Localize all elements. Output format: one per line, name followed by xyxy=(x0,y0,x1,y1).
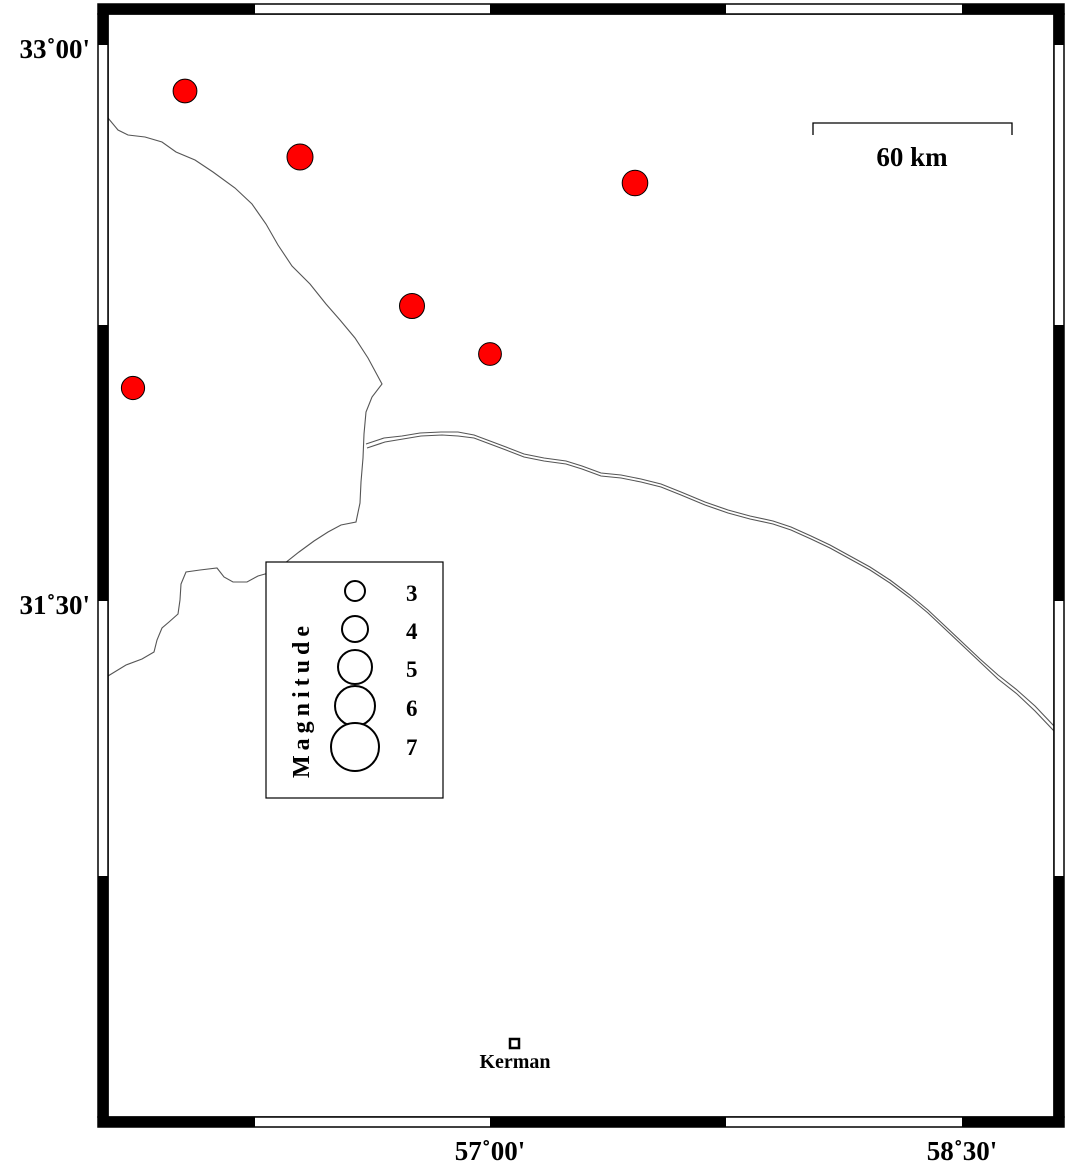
scale-bar-label: 60 km xyxy=(876,142,948,172)
legend-circle-3 xyxy=(344,580,366,602)
legend-title: Magnitude xyxy=(289,621,315,778)
city-label: Kerman xyxy=(479,1051,550,1073)
map-frame xyxy=(97,3,1065,1128)
longitude-labels: 57˚00' 58˚30' xyxy=(455,1136,998,1164)
boundary-line-central xyxy=(365,431,1055,727)
lon-label-57: 57˚00' xyxy=(455,1136,526,1164)
scale-bar-line xyxy=(812,122,1013,135)
legend-circle-6 xyxy=(334,685,376,727)
scale-bar: 60 km xyxy=(812,122,1013,172)
earthquake-event-3 xyxy=(621,169,649,197)
magnitude-legend: Magnitude 3 4 5 6 7 xyxy=(265,561,444,799)
lon-label-58-30: 58˚30' xyxy=(927,1136,998,1164)
legend-label-5: 5 xyxy=(406,657,418,682)
earthquake-events xyxy=(120,78,649,401)
legend-label-3: 3 xyxy=(406,581,418,606)
legend-circle-7 xyxy=(330,722,380,772)
legend-circle-5 xyxy=(337,649,373,685)
lat-label-31-30: 31˚30' xyxy=(20,590,91,620)
legend-label-6: 6 xyxy=(406,696,418,721)
earthquake-event-2 xyxy=(286,143,314,171)
legend-symbols xyxy=(330,580,380,772)
boundary-line-west xyxy=(107,117,383,677)
earthquake-event-1 xyxy=(172,78,198,104)
lat-label-33: 33˚00' xyxy=(20,34,91,64)
legend-label-4: 4 xyxy=(406,619,418,644)
earthquake-event-5 xyxy=(478,342,502,366)
latitude-labels: 33˚00' 31˚30' xyxy=(20,34,91,620)
map-area xyxy=(108,14,1054,1117)
city-kerman: Kerman xyxy=(479,1037,551,1073)
earthquake-event-6 xyxy=(120,375,146,401)
legend-label-7: 7 xyxy=(406,735,418,760)
province-boundaries xyxy=(107,117,1055,732)
city-square-icon xyxy=(508,1037,521,1050)
boundary-line-central-2 xyxy=(366,434,1055,732)
earthquake-event-4 xyxy=(399,293,425,319)
legend-circle-4 xyxy=(341,615,369,643)
